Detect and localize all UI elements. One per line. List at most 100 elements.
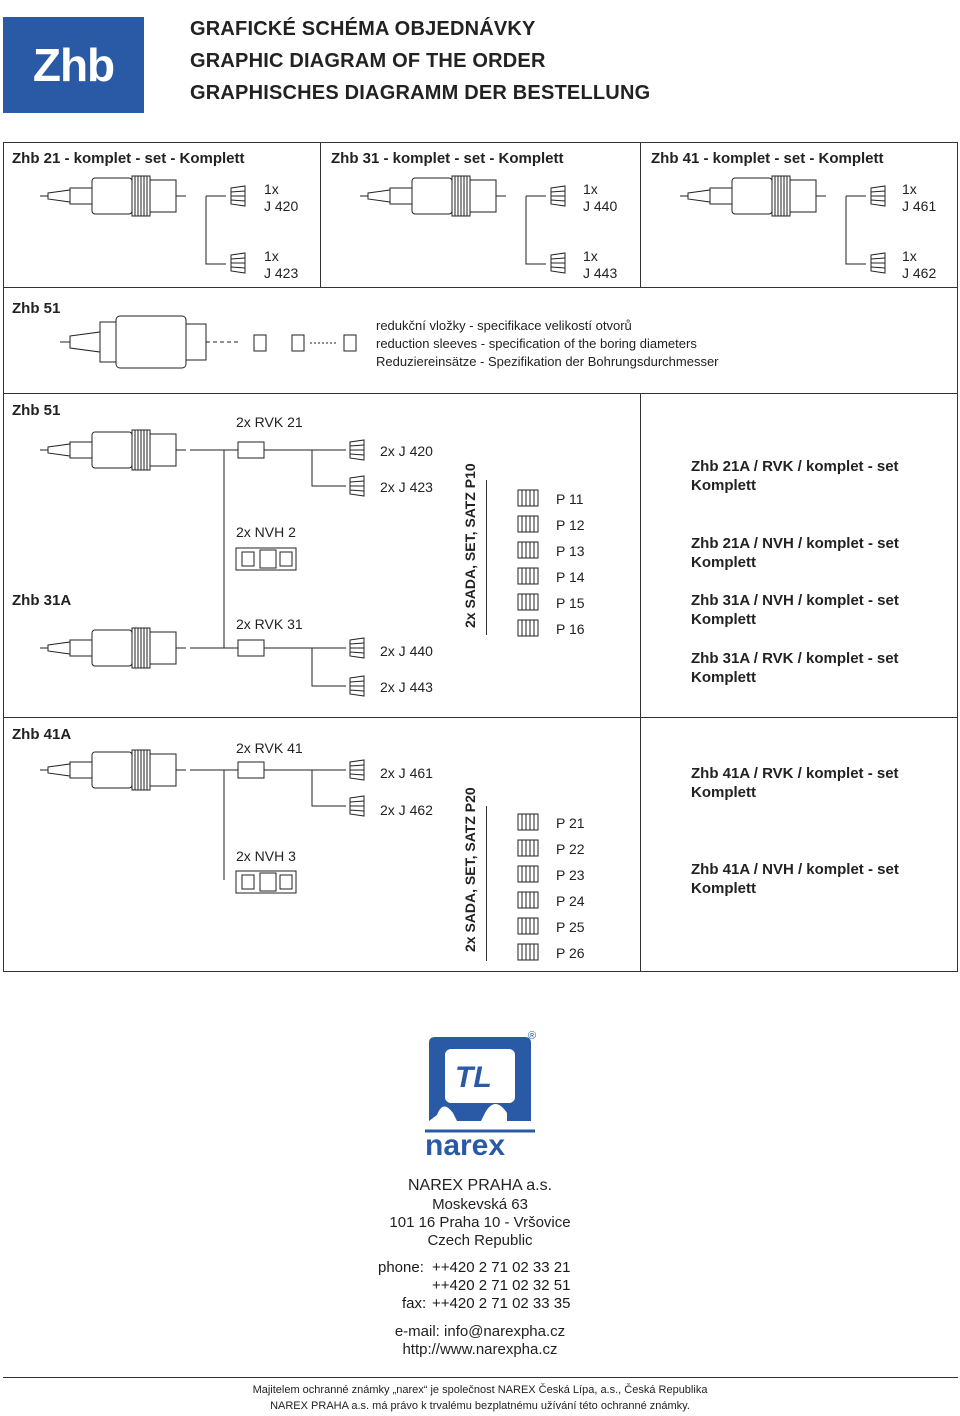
set-label-p20: 2x SADA, SET, SATZ P20 — [462, 787, 478, 952]
p-collet-icon — [517, 541, 539, 559]
collet-icon — [349, 675, 365, 697]
part-j443: 2x J 443 — [380, 679, 433, 695]
p-collet-icon — [517, 489, 539, 507]
collet-icon — [349, 795, 365, 817]
table-bottom-border — [3, 971, 958, 972]
sleeves-desc-de: Reduziereinsätze - Spezifikation der Boh… — [376, 354, 719, 369]
company-website[interactable]: http://www.narexpha.cz — [402, 1341, 558, 1358]
section2-connectors — [190, 449, 346, 880]
row-label-zhb51b: Zhb 51 — [12, 402, 61, 419]
p-item: P 15 — [556, 595, 585, 611]
title-en: GRAPHIC DIAGRAM OF THE ORDER — [190, 50, 546, 72]
nvh3-drawing — [235, 870, 297, 894]
col-divider-kits — [640, 393, 641, 971]
part-j440: 2x J 440 — [380, 643, 433, 659]
p-item: P 12 — [556, 517, 585, 533]
nvh2-drawing — [235, 547, 297, 571]
kit-subtitle: Komplett — [691, 554, 756, 571]
svg-text:TL: TL — [455, 1061, 492, 1094]
company-name: NAREX PRAHA a.s. — [407, 1177, 553, 1194]
row-divider-3 — [3, 717, 958, 718]
part-code: J 443 — [583, 265, 618, 281]
part-j420: 2x J 420 — [380, 443, 433, 459]
kit-title: Zhb 41A / NVH / komplet - set — [691, 861, 899, 878]
kit-title: Zhb 41A / RVK / komplet - set — [691, 765, 899, 782]
set-title-zhb21: Zhb 21 - komplet - set - Komplett — [12, 150, 245, 167]
p-collet-icon — [517, 865, 539, 883]
kit-subtitle: Komplett — [691, 611, 756, 628]
kit-subtitle: Komplett — [691, 784, 756, 801]
company-country: Czech Republic — [427, 1232, 533, 1249]
part-nvh3: 2x NVH 3 — [236, 848, 296, 864]
rvk31-drawing — [237, 639, 279, 657]
p-item: P 22 — [556, 841, 585, 857]
company-city: 101 16 Praha 10 - Vršovice — [389, 1214, 571, 1231]
p-item: P 14 — [556, 569, 585, 585]
row-divider-2 — [3, 393, 958, 394]
sleeves-desc-en: reduction sleeves - specification of the… — [376, 336, 697, 351]
fax-number: ++420 2 71 02 33 35 — [432, 1295, 571, 1312]
qty-label: 1x — [583, 248, 598, 264]
sleeves-desc-cz: redukční vložky - specifikace velikostí … — [376, 318, 632, 333]
p-collet-icon — [517, 619, 539, 637]
table-left-border — [3, 142, 4, 972]
p-item: P 25 — [556, 919, 585, 935]
set-label-p10: 2x SADA, SET, SATZ P10 — [462, 463, 478, 628]
title-de: GRAPHISCHES DIAGRAMM DER BESTELLUNG — [190, 82, 651, 104]
p-item: P 21 — [556, 815, 585, 831]
qty-label: 1x — [264, 248, 279, 264]
part-rvk21: 2x RVK 21 — [236, 414, 303, 430]
logo-wordmark: narex — [425, 1129, 505, 1162]
footer-divider — [3, 1377, 958, 1378]
p-item: P 16 — [556, 621, 585, 637]
part-code: J 462 — [902, 265, 937, 281]
qty-label: 1x — [902, 181, 917, 197]
row-label-zhb31a: Zhb 31A — [12, 592, 72, 609]
part-code: J 440 — [583, 198, 618, 214]
company-street: Moskevská 63 — [432, 1196, 528, 1213]
row-label-zhb41a: Zhb 41A — [12, 726, 72, 743]
kit-subtitle: Komplett — [691, 880, 756, 897]
col-divider-1 — [320, 142, 321, 287]
p-item: P 24 — [556, 893, 585, 909]
rvk41-drawing — [237, 761, 279, 779]
kit-subtitle: Komplett — [691, 477, 756, 494]
kit-title: Zhb 31A / RVK / komplet - set — [691, 650, 899, 667]
company-email[interactable]: e-mail: info@narexpha.cz — [394, 1323, 566, 1340]
qty-label: 1x — [583, 181, 598, 197]
part-nvh2: 2x NVH 2 — [236, 524, 296, 540]
part-j461: 2x J 461 — [380, 765, 433, 781]
table-top-border — [3, 142, 958, 143]
table-right-border — [957, 142, 958, 972]
footer-trademark-1: Majitelem ochranné známky „narex“ je spo… — [252, 1384, 708, 1396]
part-code: J 420 — [264, 198, 299, 214]
part-code: J 461 — [902, 198, 937, 214]
reduction-sleeves-drawing — [253, 334, 357, 352]
kit-title: Zhb 21A / NVH / komplet - set — [691, 535, 899, 552]
holder-41a-drawing — [39, 749, 187, 791]
title-cz: GRAFICKÉ SCHÉMA OBJEDNÁVKY — [190, 18, 536, 40]
kit-title: Zhb 31A / NVH / komplet - set — [691, 592, 899, 609]
row-label-zhb51: Zhb 51 — [12, 300, 61, 317]
product-badge: Zhb — [3, 17, 144, 113]
p-item: P 26 — [556, 945, 585, 961]
narex-logo: TL narex — [425, 1037, 535, 1162]
phone-label: phone: — [378, 1259, 424, 1276]
part-rvk41: 2x RVK 41 — [236, 740, 303, 756]
part-rvk31: 2x RVK 31 — [236, 616, 303, 632]
p-collet-icon — [517, 593, 539, 611]
set-divider — [486, 480, 487, 635]
p-collet-icon — [517, 943, 539, 961]
set-divider — [486, 806, 487, 961]
qty-label: 1x — [902, 248, 917, 264]
fax-label: fax: — [402, 1295, 427, 1312]
kit-title: Zhb 21A / RVK / komplet - set — [691, 458, 899, 475]
p-collet-icon — [517, 813, 539, 831]
footer-trademark-2: NAREX PRAHA a.s. má právo k trvalému bez… — [270, 1400, 690, 1412]
p-collet-icon — [517, 891, 539, 909]
rvk21-drawing — [237, 441, 279, 459]
row1-connectors — [205, 195, 866, 265]
col-divider-2 — [640, 142, 641, 287]
registered-mark: ® — [528, 1030, 537, 1042]
kit-subtitle: Komplett — [691, 669, 756, 686]
